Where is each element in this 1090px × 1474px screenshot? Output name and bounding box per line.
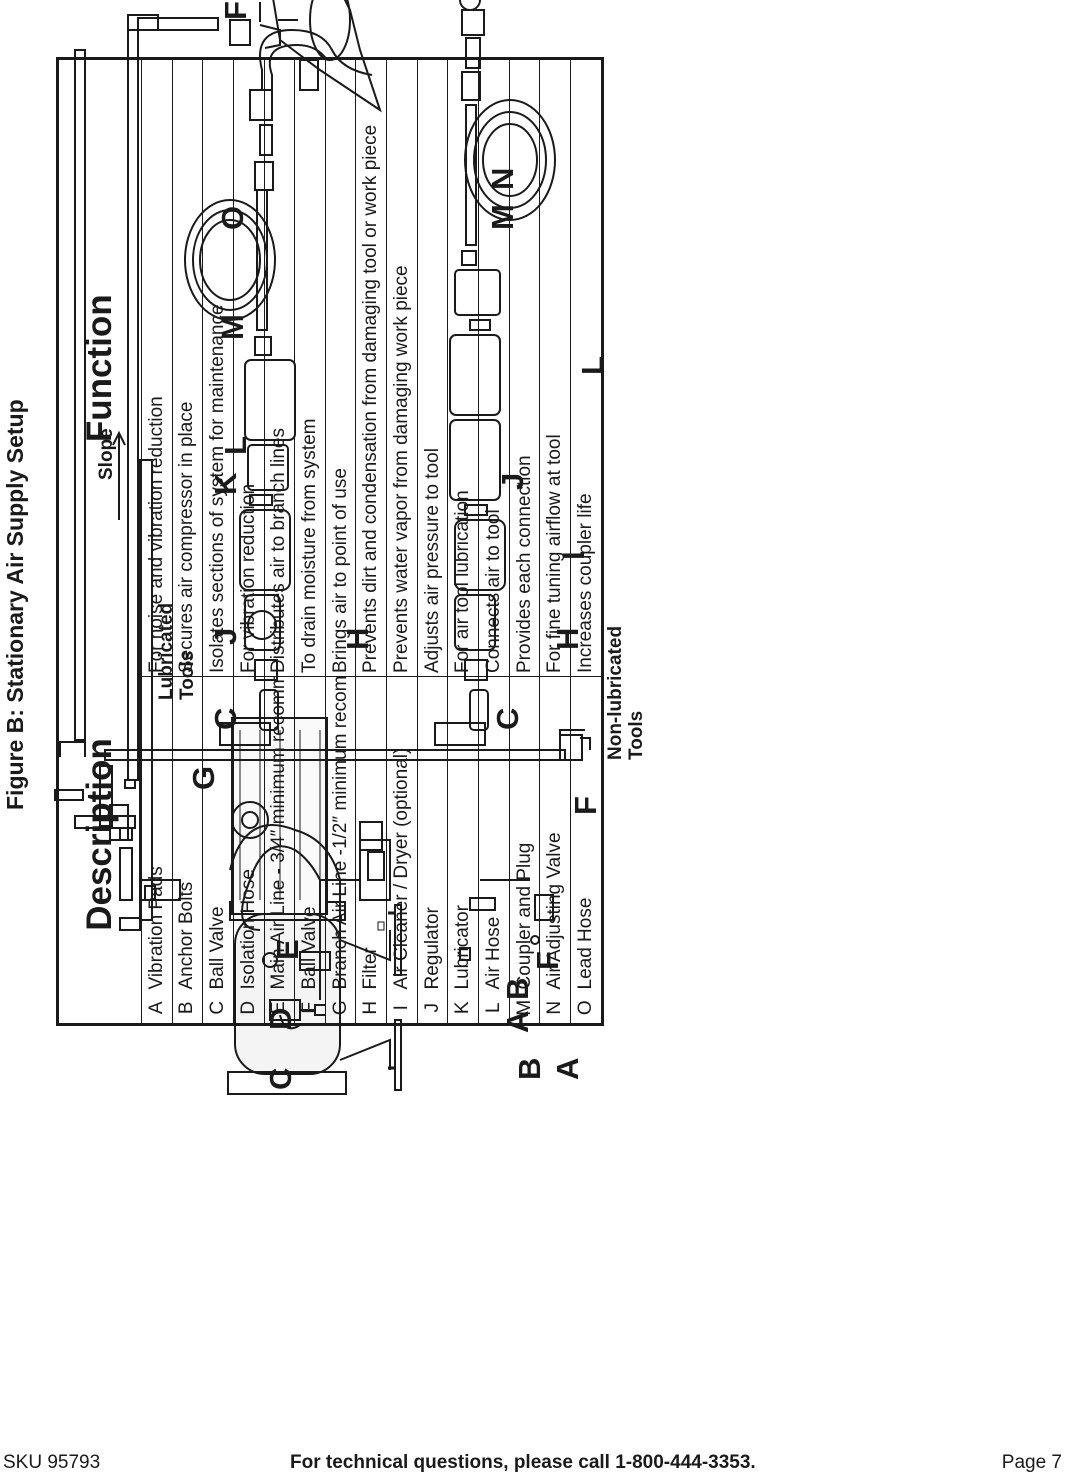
row-key: D (233, 992, 265, 1025)
label-a-right: A (550, 1057, 585, 1080)
row-description: Anchor Bolts (172, 676, 203, 993)
row-key: H (355, 992, 387, 1025)
row-description: Lead Hose (570, 676, 603, 993)
row-description: Lubricator (447, 676, 479, 993)
label-f-top: F (218, 1, 253, 20)
nonlubricated-tools-label: Non-lubricated Tools (605, 626, 647, 760)
row-key: L (478, 992, 510, 1025)
footer-sku: SKU 95793 (3, 1452, 101, 1473)
row-description: Regulator (417, 676, 448, 993)
nonlubricated-components-illustration (449, 0, 556, 731)
table-header-key (57, 992, 142, 1025)
row-key: K (447, 992, 479, 1025)
air-supply-diagram (54, 0, 591, 1095)
row-description: Ball Valve (202, 676, 234, 993)
footer-tech-support: For technical questions, please call 1-8… (290, 1452, 756, 1473)
row-key: I (386, 992, 418, 1025)
row-function: For vibration reduction (233, 58, 265, 677)
slope-arrow-icon (112, 430, 126, 520)
row-key: E (264, 992, 295, 1025)
row-description: Isolation Hose (233, 676, 265, 993)
row-description: Vibration Pads (141, 676, 173, 993)
nonlubricated-line-1: Non-lubricated (605, 625, 626, 760)
table-header-row: Description Function (57, 58, 142, 1025)
row-description: Coupler and Plug (509, 676, 540, 993)
row-function: Secures air compressor in place (172, 58, 203, 677)
row-key: G (325, 992, 356, 1025)
main-air-line-illustration (139, 459, 554, 961)
nonlubricated-line-2: Tools (626, 710, 647, 760)
row-description: Air Hose (478, 676, 510, 993)
row-description: Air Adjusting Valve (539, 676, 571, 993)
row-key: J (417, 992, 448, 1025)
row-function: Prevents dirt and condensation from dama… (355, 58, 387, 677)
row-function: Increases coupler life (570, 58, 603, 677)
row-function: For noise and vibration reduction (141, 58, 173, 677)
row-key: C (202, 992, 234, 1025)
row-key: A (141, 992, 173, 1025)
row-key: F (294, 992, 326, 1025)
row-description: Main Air Line - 3/4″ minimum recommended (264, 676, 295, 993)
row-function: Prevents water vapor from damaging work … (386, 58, 418, 677)
page-footer: SKU 95793 For technical questions, pleas… (0, 1446, 1090, 1474)
row-description: Branch Air Line -1/2″ minimum recommende… (325, 676, 356, 993)
row-key: B (172, 992, 203, 1025)
row-function: To drain moisture from system (294, 58, 326, 677)
branch-air-line-illustration (59, 49, 591, 761)
lubricated-components-illustration (184, 0, 382, 731)
row-description: Filter (355, 676, 387, 993)
row-function: Adjusts air pressure to tool (417, 58, 448, 677)
row-function: For air tool lubrication (447, 58, 479, 677)
row-function: Distributes air to branch lines (264, 58, 295, 677)
row-function: For fine tuning airflow at tool (539, 58, 571, 677)
footer-page-number: Page 7 (1001, 1452, 1062, 1473)
row-key: O (570, 992, 603, 1025)
riser-illustration (54, 2, 298, 931)
label-b-right: B (512, 1057, 547, 1080)
table-header-description: Description (57, 676, 142, 993)
row-function: Connects air to tool (478, 58, 510, 677)
row-function: Isolates sections of system for maintena… (202, 58, 234, 677)
label-c-compressor: C (263, 1067, 298, 1090)
row-description: Ball Valve (294, 676, 326, 993)
row-key: M (509, 992, 540, 1025)
table-header-function: Function (57, 58, 142, 677)
row-function: Provides each connection (509, 58, 540, 677)
row-key: N (539, 992, 571, 1025)
row-function: Brings air to point of use (325, 58, 356, 677)
row-description: Air Cleaner / Dryer (optional) (386, 676, 418, 993)
rotated-figure-page: Figure B: Stationary Air Supply Setup (2, 0, 647, 1095)
